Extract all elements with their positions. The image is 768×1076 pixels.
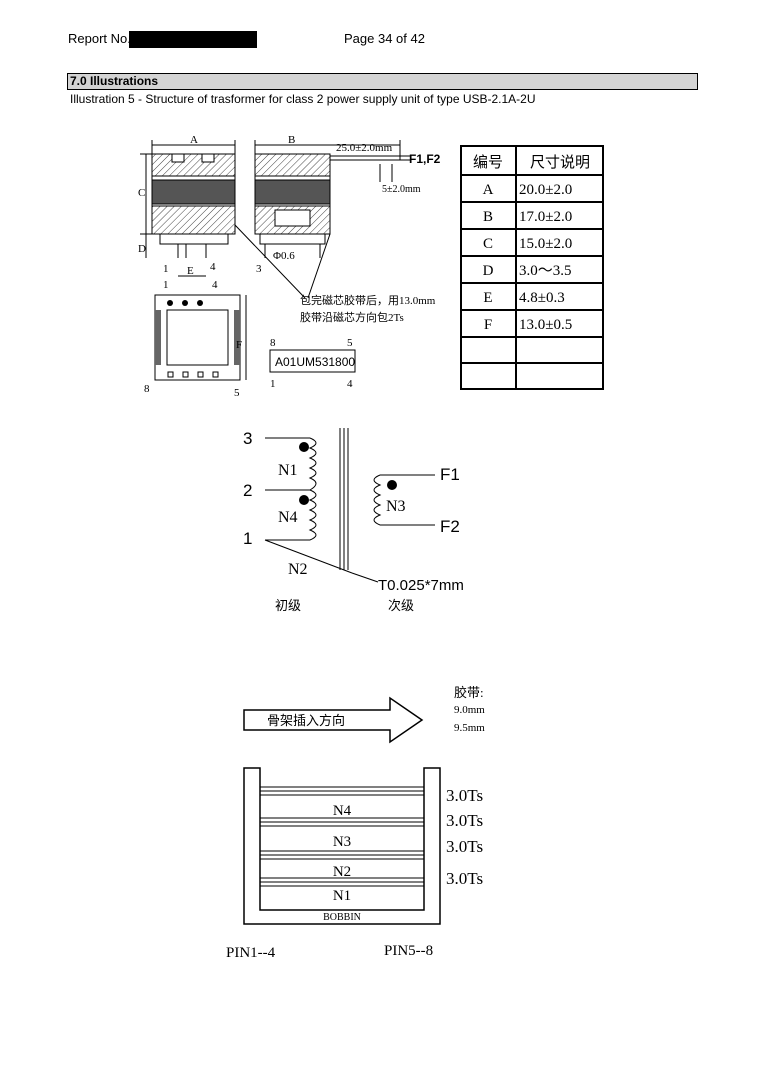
turns-n3: 3.0Ts	[446, 811, 483, 830]
winding-n4: N4	[278, 509, 298, 526]
winding-structure-diagram: 骨架插入方向 胶带: 9.0mm 9.5mm N4 N3 N2 N1 BOBBI…	[226, 685, 485, 961]
bottom-pin-5: 5	[234, 387, 240, 399]
dim-a-label: A	[190, 134, 198, 146]
front-view: A C D 1 4 E	[138, 134, 236, 277]
marking-pin-4: 4	[347, 378, 353, 390]
table-size-a: 20.0±2.0	[519, 182, 572, 198]
winding-n2: N2	[288, 561, 308, 578]
turns-n2: 3.0Ts	[446, 837, 483, 856]
marking-pin-1: 1	[270, 378, 276, 390]
table-size-c: 15.0±2.0	[519, 236, 572, 252]
bobbin-label: BOBBIN	[323, 912, 361, 923]
section-title: 7.0 Illustrations	[67, 73, 698, 90]
redacted-report-number	[129, 31, 257, 48]
winding-schematic: 3 2 1 N1 N4 N2 N3 F1 F2 T0.025*7mm 初级 次级	[243, 428, 464, 613]
illustration-caption: Illustration 5 - Structure of trasformer…	[70, 92, 536, 106]
dim-e-label: E	[187, 265, 194, 277]
lead-f2: F2	[440, 517, 460, 536]
dim-c-label: C	[138, 187, 145, 199]
dim-b-label: B	[288, 134, 295, 146]
tape-note-line2: 胶带沿磁芯方向包2Ts	[300, 310, 404, 324]
primary-label: 初级	[275, 598, 301, 613]
layer-n1: N1	[333, 888, 351, 904]
table-code-c: C	[483, 236, 493, 252]
turns-n4: 3.0Ts	[446, 786, 483, 805]
bottom-pin-1: 1	[163, 279, 169, 291]
dimension-table: 编号 尺寸说明 A 20.0±2.0 B 17.0±2.0 C 15.0±2.0…	[460, 145, 604, 390]
tape-width-2: 9.5mm	[454, 722, 485, 734]
page-number: Page 34 of 42	[344, 31, 425, 46]
secondary-label: 次级	[388, 598, 414, 613]
table-code-a: A	[483, 182, 494, 198]
transformer-mechanical-drawing: A C D 1 4 E B 25.0±2.0mm F1,F2 5±2	[138, 134, 441, 399]
lead-f1: F1	[440, 465, 460, 484]
dim-f-label: F	[236, 339, 242, 351]
table-size-f: 13.0±0.5	[519, 317, 572, 333]
table-size-e: 4.8±0.3	[519, 290, 565, 306]
lead-length-dim: 25.0±2.0mm	[336, 142, 393, 154]
tape-width-1: 9.0mm	[454, 704, 485, 716]
report-number-label: Report No.	[68, 31, 131, 46]
table-code-b: B	[483, 209, 493, 225]
bottom-view: 1 4 F 8 5	[144, 279, 247, 399]
schematic-pin-1: 1	[243, 529, 252, 548]
dim-d-label: D	[138, 243, 146, 255]
schematic-pin-3: 3	[243, 429, 252, 448]
front-pin-1: 1	[163, 263, 169, 275]
table-code-d: D	[483, 263, 494, 279]
lead-tip-dim: 5±2.0mm	[382, 184, 421, 195]
table-size-d: 3.0～3.5	[519, 263, 572, 279]
pin-diameter: Φ0.6	[273, 250, 295, 262]
table-code-f: F	[484, 317, 492, 333]
marking-pin-5: 5	[347, 337, 353, 349]
bobbin-outline	[243, 767, 441, 925]
tape-note-line1: 包完磁芯胶带后，用13.0mm	[300, 293, 436, 307]
pin-range-left: PIN1--4	[226, 945, 276, 961]
layer-n4: N4	[333, 803, 352, 819]
winding-n1: N1	[278, 462, 298, 479]
lead-name-f1-f2: F1,F2	[409, 152, 441, 166]
marking-pin-8: 8	[270, 337, 276, 349]
tape-label: 胶带:	[454, 685, 484, 700]
table-size-b: 17.0±2.0	[519, 209, 572, 225]
part-number: A01UM531800	[275, 355, 355, 369]
schematic-pin-2: 2	[243, 481, 252, 500]
layer-n2: N2	[333, 864, 351, 880]
side-pin-3: 3	[256, 263, 262, 275]
layer-n3: N3	[333, 834, 351, 850]
insert-direction-label: 骨架插入方向	[267, 713, 345, 728]
side-view: B 25.0±2.0mm F1,F2 5±2.0mm 3 Φ0.6	[234, 134, 441, 299]
pin-range-right: PIN5--8	[384, 943, 433, 959]
insert-direction-arrow	[243, 696, 424, 744]
foil-spec: T0.025*7mm	[378, 577, 464, 594]
table-header-code: 编号	[473, 154, 503, 171]
front-pin-4: 4	[210, 261, 216, 273]
winding-n3: N3	[386, 498, 406, 515]
table-code-e: E	[483, 290, 492, 306]
table-header-size: 尺寸说明	[530, 154, 590, 171]
bottom-pin-4: 4	[212, 279, 218, 291]
bottom-pin-8: 8	[144, 383, 150, 395]
part-marking: 8 5 A01UM531800 1 4	[269, 337, 356, 390]
turns-n1: 3.0Ts	[446, 869, 483, 888]
